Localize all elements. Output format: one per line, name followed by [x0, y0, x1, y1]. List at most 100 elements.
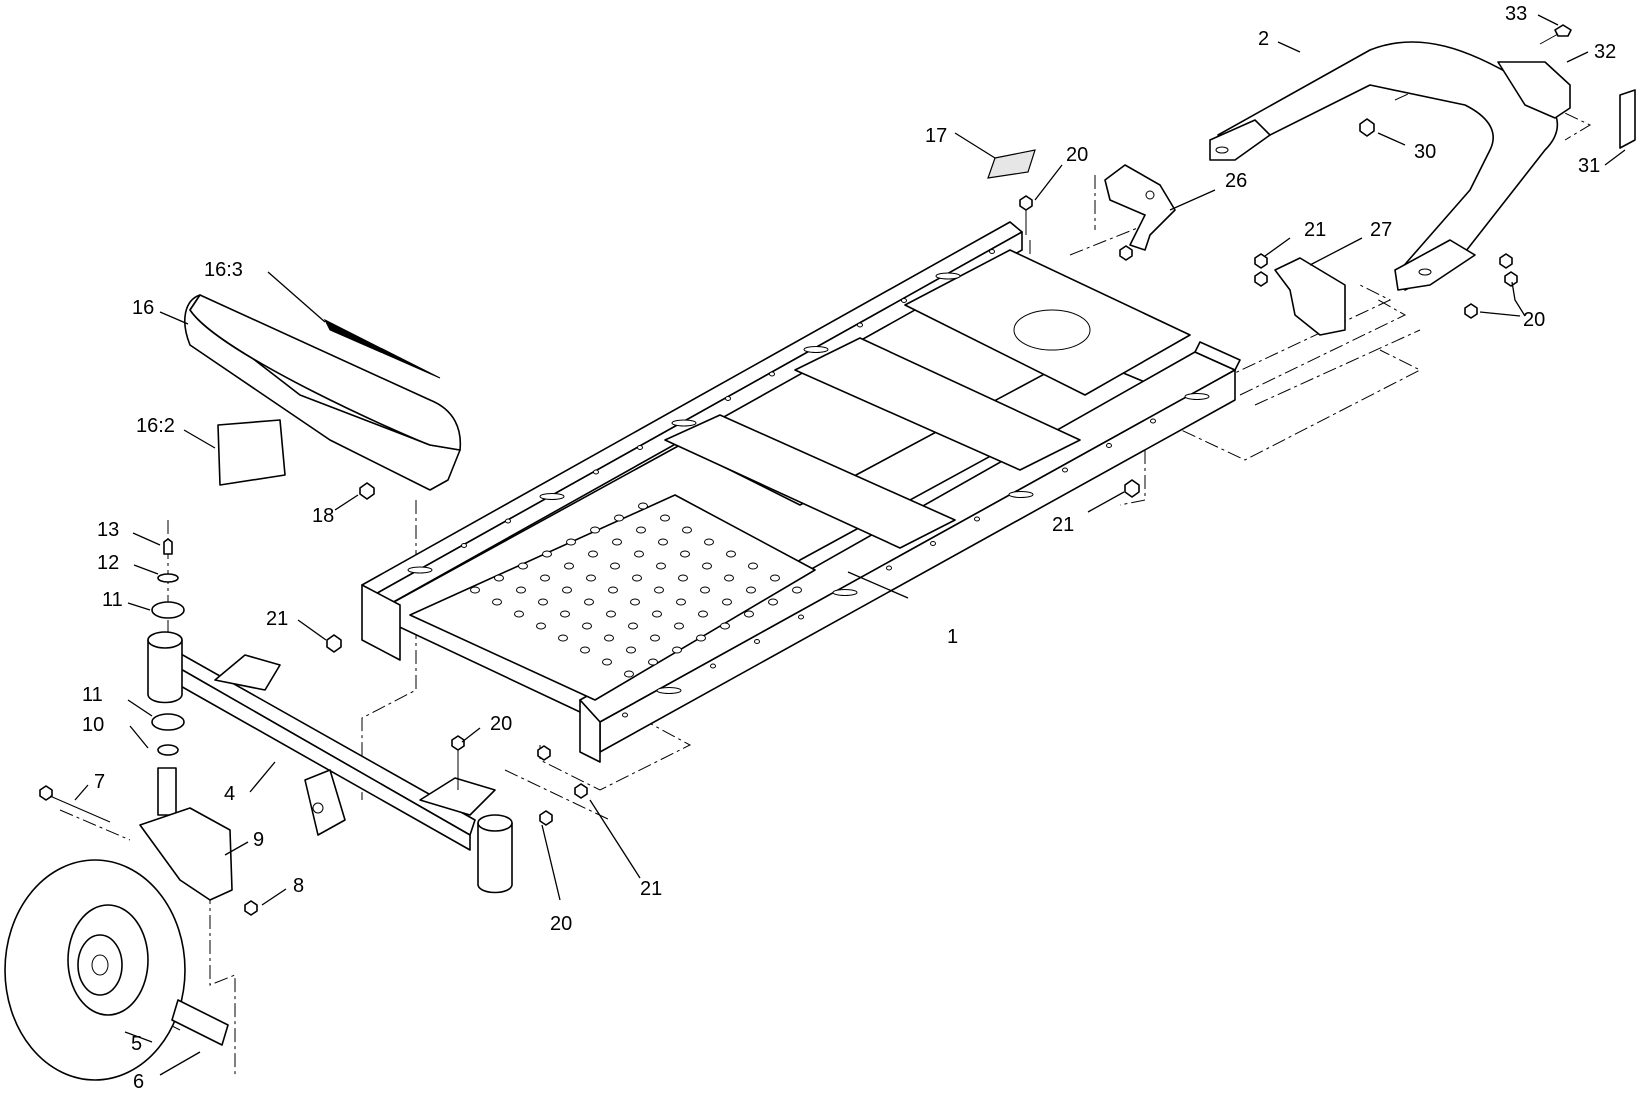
part-16-2-decal	[217, 419, 286, 486]
frame-rear-end-cap	[1194, 341, 1241, 371]
perforation-hole	[722, 598, 732, 606]
perforation-hole	[656, 562, 666, 570]
leader-33	[1537, 14, 1559, 26]
assembly-line-front-bolt	[504, 769, 611, 821]
roll-bar-right-plate	[1394, 239, 1476, 291]
perforation-hole	[748, 562, 758, 570]
rail-holes	[407, 249, 1210, 718]
part-30-nut	[1359, 118, 1375, 137]
step-shield-face	[189, 294, 462, 451]
leader-11a	[127, 602, 151, 611]
front-axle	[147, 631, 513, 894]
perforation-hole	[588, 550, 598, 558]
roll-bar-slot-left	[1215, 146, 1229, 154]
perforation-hole	[564, 562, 574, 570]
perforation-hole	[676, 598, 686, 606]
leader-21b	[1087, 491, 1125, 513]
leader-10	[129, 725, 149, 749]
leader-18	[334, 494, 359, 511]
leader-32	[1566, 51, 1589, 63]
callout-21c: 21	[266, 608, 288, 630]
part-21-nut-front-2	[574, 783, 588, 799]
perforation-hole	[696, 634, 706, 642]
perforation-hole	[658, 538, 668, 546]
leader-5	[124, 1031, 153, 1043]
front-axle-left-tube	[147, 639, 183, 704]
perforation-hole	[634, 550, 644, 558]
rail-hole	[1184, 393, 1210, 400]
roll-bar-left-plate	[1209, 119, 1271, 161]
rail-hole	[803, 346, 829, 353]
leader-1	[847, 571, 909, 599]
leader-16-2	[183, 429, 216, 449]
bracket-27-nut-1	[1254, 253, 1268, 269]
bracket-26-hole	[1145, 190, 1155, 200]
callout-27: 27	[1370, 219, 1392, 241]
front-axle-left-tab	[214, 654, 281, 691]
perforation-hole	[494, 574, 504, 582]
front-axle-left-tube-top	[147, 631, 183, 649]
part-20-bolt-front-2	[539, 810, 553, 826]
caster-fork	[39, 767, 258, 916]
callout-21d: 21	[640, 878, 662, 900]
perforation-hole	[536, 622, 546, 630]
part-20-bolt-rear-3	[1464, 303, 1478, 319]
assembly-line-rear-2	[1219, 284, 1392, 381]
perforation-hole	[768, 598, 778, 606]
roll-bar	[1209, 41, 1559, 291]
part-9-fork-stem	[157, 767, 177, 816]
perforation-hole	[724, 574, 734, 582]
callout-20a: 20	[1066, 144, 1088, 166]
perforation-hole	[560, 610, 570, 618]
perforation-hole	[700, 586, 710, 594]
perforation-hole	[638, 502, 648, 510]
leader-31	[1604, 149, 1626, 166]
callout-13: 13	[97, 519, 119, 541]
front-axle-right-tube-top	[477, 814, 513, 832]
rail-hole	[725, 396, 731, 401]
part-21-nut-right	[1124, 479, 1140, 498]
perforation-hole	[698, 610, 708, 618]
caster-wheel	[4, 859, 229, 1081]
bracket-26-body	[1104, 164, 1176, 251]
front-axle-pivot-hole	[312, 802, 324, 814]
callout-16: 16	[132, 297, 154, 319]
part-11-bearing-top	[151, 601, 185, 619]
perforation-hole	[726, 550, 736, 558]
front-axle-right-tab	[419, 777, 496, 816]
leader-8	[261, 888, 287, 906]
callout-16-2: 16:2	[136, 415, 175, 437]
callout-11a: 11	[102, 589, 123, 611]
leader-20a	[1034, 164, 1063, 201]
perforation-hole	[672, 646, 682, 654]
rail-hole	[407, 566, 433, 574]
leader-lines	[74, 14, 1626, 1076]
part-21-nut-left	[326, 634, 342, 653]
perforation-hole	[682, 526, 692, 534]
perforation-hole	[654, 586, 664, 594]
perforation-hole	[582, 622, 592, 630]
perforation-hole	[542, 550, 552, 558]
rail-hole	[622, 712, 628, 718]
leader-9	[224, 841, 249, 856]
perforation-hole	[566, 538, 576, 546]
perforation-hole	[518, 562, 528, 570]
bracket-27-nut-2	[1254, 271, 1268, 287]
rail-hole	[539, 493, 565, 500]
perforation-hole	[562, 586, 572, 594]
part-5-wheel-center	[91, 954, 109, 976]
step-shield	[184, 294, 462, 500]
rail-hole	[930, 541, 936, 546]
rail-hole	[1062, 467, 1068, 473]
part-13-bolt	[163, 538, 173, 555]
part-7-bolt-head	[39, 785, 53, 801]
rail-hole	[671, 419, 697, 427]
callout-labels: 1 2 4 5 6 7 8 9 10 11 11 12 13 16 16:2 1…	[82, 3, 1616, 1093]
perforation-hole	[652, 610, 662, 618]
rail-hole	[857, 322, 863, 328]
leader-26	[1169, 189, 1216, 211]
part-18-bolt	[359, 482, 375, 500]
callout-32: 32	[1594, 41, 1616, 63]
callout-21a: 21	[1304, 219, 1326, 241]
perforation-hole	[680, 550, 690, 558]
